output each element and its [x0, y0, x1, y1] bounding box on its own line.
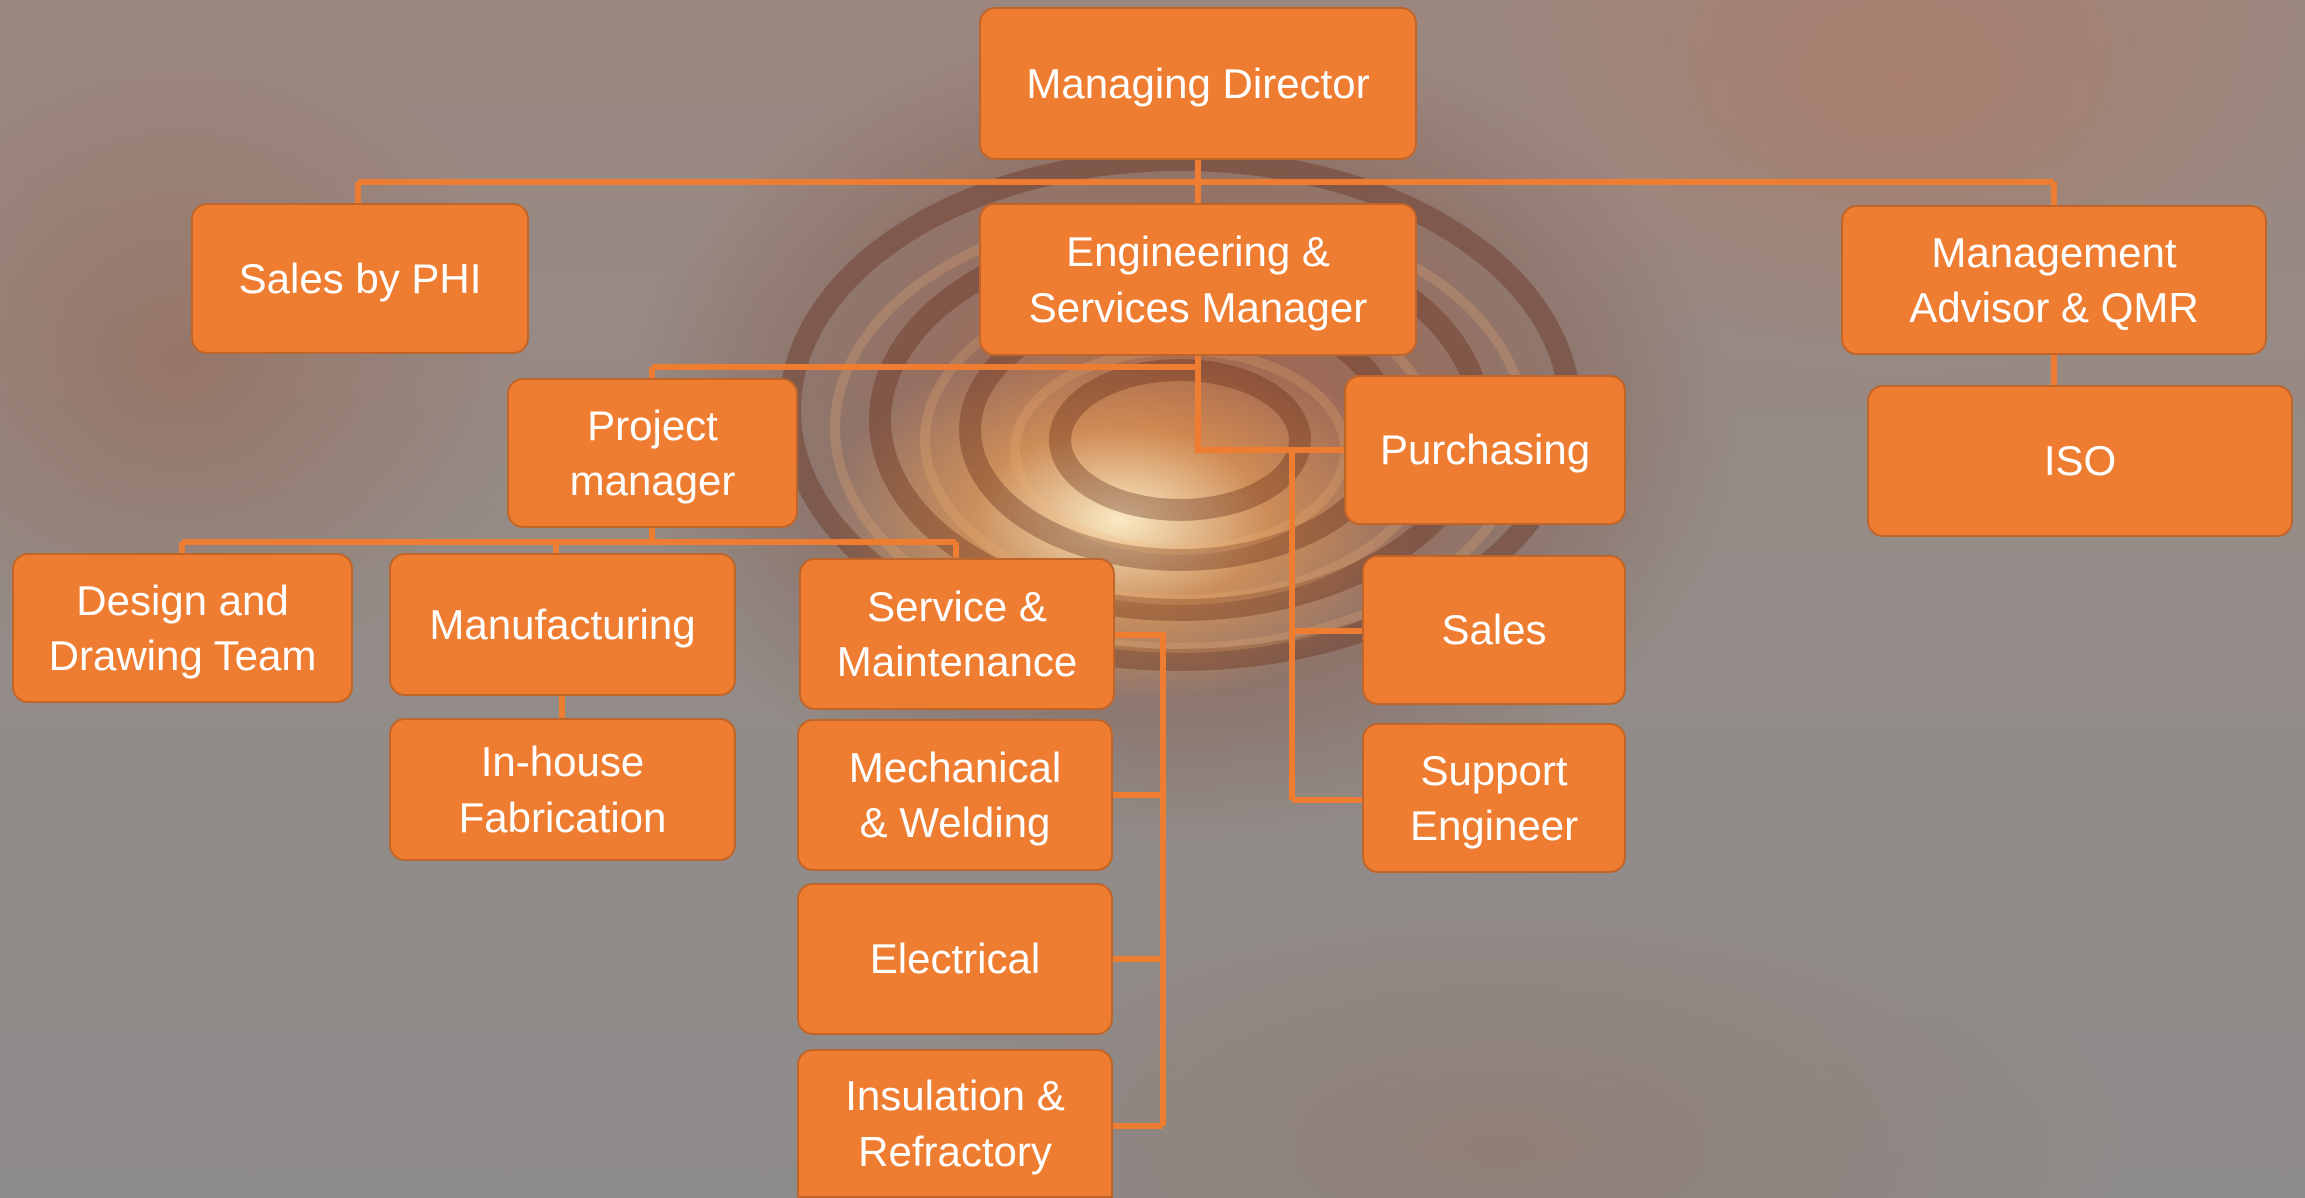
box-in-house-fabrication: In-house Fabrication	[389, 718, 736, 861]
engineering-manager-line-2: Services Manager	[1028, 283, 1368, 331]
manufacturing-label: Manufacturing	[429, 600, 696, 648]
design-team-line-1: Design and	[76, 576, 289, 624]
service-line-2: Maintenance	[836, 638, 1078, 685]
box-manufacturing: Manufacturing	[389, 553, 736, 696]
box-service-maintenance: Service & Maintenance	[799, 558, 1115, 710]
purchasing-label: Purchasing	[1379, 426, 1591, 474]
iso-label: ISO	[2043, 437, 2117, 485]
box-managing-director: Managing Director	[979, 7, 1417, 160]
support-engineer-line-1: Support	[1420, 746, 1568, 794]
box-insulation-refractory: Insulation & Refractory	[797, 1049, 1113, 1198]
insulation-line-2: Refractory	[858, 1127, 1052, 1175]
box-mechanical-welding: Mechanical & Welding	[797, 719, 1113, 871]
electrical-label: Electrical	[869, 935, 1041, 983]
insulation-line-1: Insulation &	[845, 1072, 1065, 1120]
box-electrical: Electrical	[797, 883, 1113, 1035]
box-design-drawing-team: Design and Drawing Team	[12, 553, 353, 703]
engineering-manager-line-1: Engineering &	[1066, 228, 1330, 276]
connector-engineering-to-project	[649, 356, 1201, 378]
connector-purchasing-to-sales-support	[1289, 450, 1362, 803]
box-project-manager: Project manager	[507, 378, 798, 528]
connector-service-subteams	[1112, 632, 1166, 1129]
managing-director-label: Managing Director	[1026, 59, 1370, 107]
mechanical-line-2: & Welding	[859, 799, 1051, 846]
box-iso: ISO	[1867, 385, 2293, 537]
project-manager-line-1: Project	[587, 401, 718, 449]
connector-project-to-teams	[179, 528, 959, 558]
sales-by-phi-label: Sales by PHI	[238, 254, 482, 302]
project-manager-line-2: manager	[569, 457, 736, 504]
box-management-advisor-qmr: Management Advisor & QMR	[1841, 205, 2267, 355]
box-sales-by-phi: Sales by PHI	[191, 203, 529, 354]
fabrication-line-2: Fabrication	[458, 793, 667, 841]
sales-label: Sales	[1441, 606, 1547, 654]
design-team-line-2: Drawing Team	[48, 632, 317, 679]
box-engineering-services-manager: Engineering & Services Manager	[979, 203, 1417, 356]
mechanical-line-1: Mechanical	[848, 743, 1062, 791]
box-support-engineer: Support Engineer	[1362, 723, 1626, 873]
service-line-1: Service &	[867, 582, 1047, 630]
connector-engineering-to-purchasing	[1195, 367, 1344, 453]
box-purchasing: Purchasing	[1344, 375, 1626, 525]
advisor-line-2: Advisor & QMR	[1909, 284, 2199, 331]
advisor-line-1: Management	[1931, 228, 2177, 276]
fabrication-line-1: In-house	[480, 738, 645, 786]
box-sales: Sales	[1362, 555, 1626, 705]
connector-md-to-top-row	[355, 160, 2057, 205]
support-engineer-line-2: Engineer	[1409, 802, 1579, 849]
